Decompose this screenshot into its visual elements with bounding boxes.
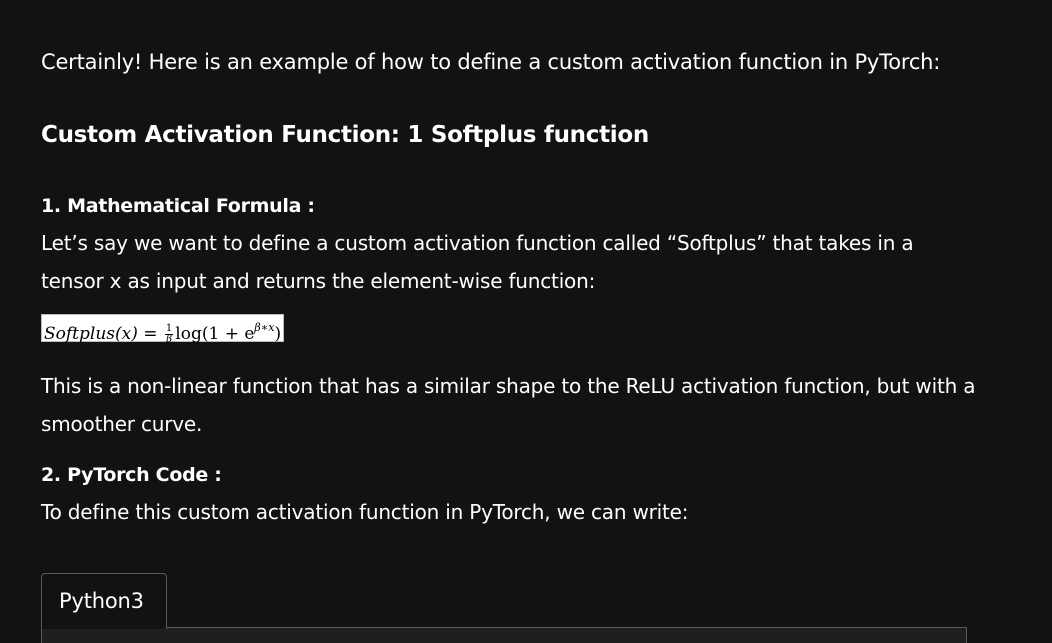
intro-text: Certainly! Here is an example of how to …: [41, 50, 941, 74]
formula-exponent: β∗x: [254, 321, 275, 334]
section-heading: Custom Activation Function: 1 Softplus f…: [41, 122, 649, 148]
code-language-tab[interactable]: Python3: [41, 573, 167, 629]
formula-close: ): [274, 324, 282, 344]
code-block-panel: [41, 627, 967, 643]
code-tab-label: Python3: [59, 589, 144, 613]
formula-frac-den: β: [166, 334, 172, 345]
formula-frac-num: 1: [164, 323, 174, 335]
formula-log: log(1 + e: [175, 324, 255, 344]
description-text: This is a non-linear function that has a…: [41, 374, 976, 436]
formula-equals: =: [137, 324, 163, 344]
step1-title: 1. Mathematical Formula :: [41, 195, 315, 217]
step1-text: Let’s say we want to define a custom act…: [41, 231, 914, 293]
formula-lhs: Softplus(x): [44, 324, 138, 344]
step2-title: 2. PyTorch Code :: [41, 464, 222, 486]
step2-text: To define this custom activation functio…: [41, 500, 689, 524]
